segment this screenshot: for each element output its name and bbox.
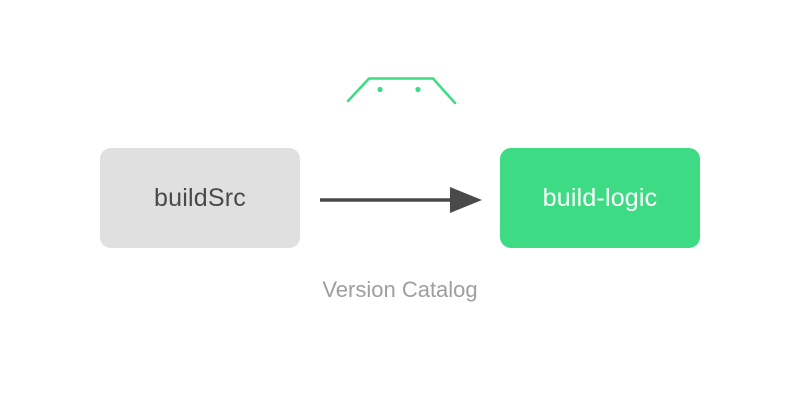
edge-caption: Version Catalog xyxy=(322,277,478,302)
node-build-logic-label: build-logic xyxy=(542,183,658,212)
android-eye-left xyxy=(377,86,383,93)
arrow-head-icon xyxy=(450,187,482,213)
node-build-logic: build-logic xyxy=(500,148,700,248)
android-eye-right xyxy=(415,86,421,93)
arrow-buildsrc-to-buildlogic xyxy=(320,187,482,213)
android-head-icon xyxy=(346,77,457,105)
node-buildsrc-label: buildSrc xyxy=(154,183,246,212)
node-buildsrc: buildSrc xyxy=(100,148,300,248)
android-head-outline xyxy=(346,77,457,105)
